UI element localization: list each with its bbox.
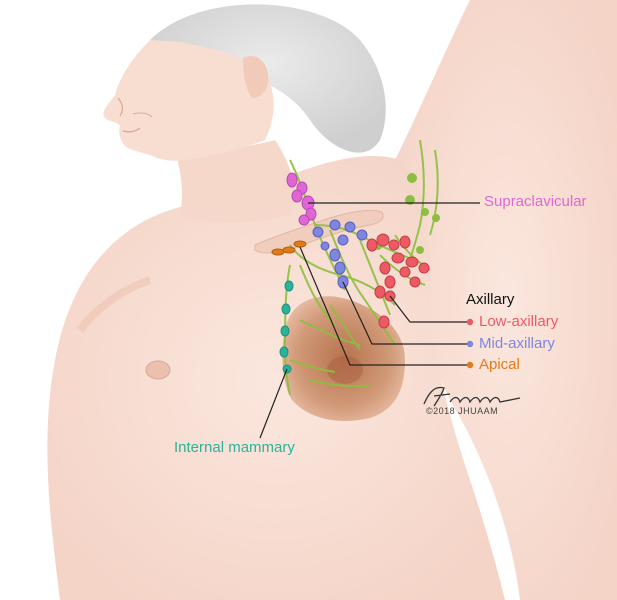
apical-dot (466, 361, 474, 369)
leader-lines (259, 202, 480, 439)
neck (175, 140, 295, 223)
supraclavicular-label: Supraclavicular (484, 193, 587, 210)
torso (47, 155, 505, 600)
low-axillary-leader (389, 295, 468, 323)
apical-leader (299, 246, 468, 366)
nipple (145, 360, 171, 380)
low-axillary-nodes (366, 233, 430, 329)
internal-mammary-label: Internal mammary (174, 439, 295, 456)
supraclavicular-nodes (286, 172, 317, 226)
face (103, 40, 274, 161)
artist-signature: ©2018 JHUAAM (420, 384, 530, 424)
signature-scribble (423, 386, 521, 407)
mid-axillary-nodes (312, 219, 368, 289)
apical-label: Apical (479, 356, 520, 373)
mid-axillary-dot (466, 340, 474, 348)
axillary-heading: Axillary (466, 291, 515, 308)
copyright-text: ©2018 JHUAAM (426, 406, 499, 416)
ear (243, 55, 269, 98)
mid-axillary-label: Mid-axillary (479, 335, 555, 352)
raised-arm (395, 0, 617, 600)
low-axillary-label: Low-axillary (479, 313, 559, 330)
mid-axillary-leader (342, 281, 468, 345)
internal-mammary-nodes (279, 280, 294, 374)
low-axillary-dot (466, 318, 474, 326)
internal-mammary-leader (259, 368, 288, 439)
